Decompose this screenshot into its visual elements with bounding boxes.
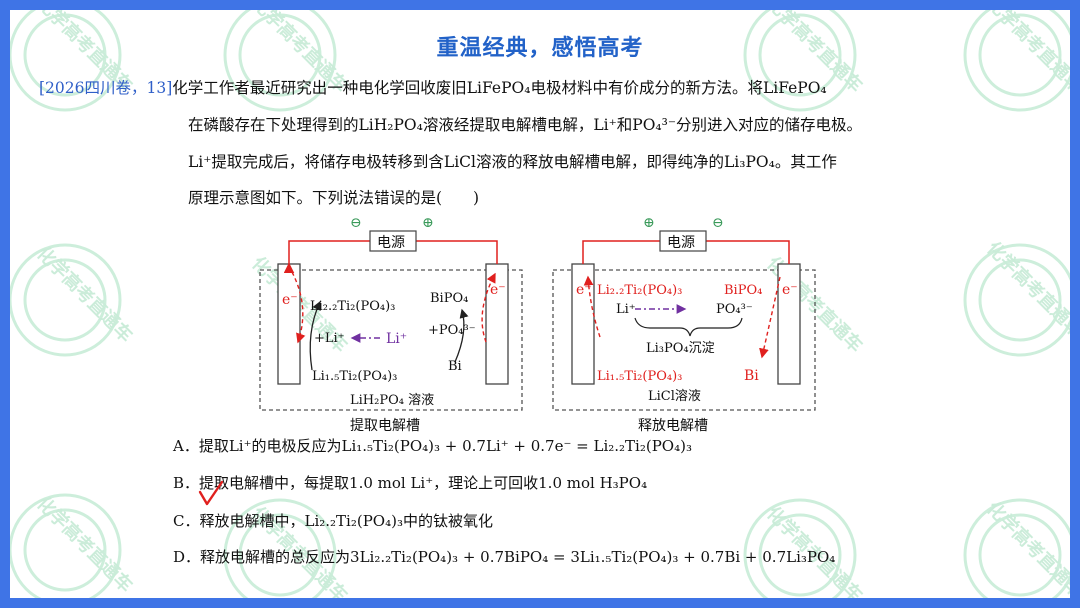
li-ion-label: Li⁺ (386, 331, 407, 347)
power-source-left (369, 230, 417, 252)
species-label: Li₁.₅Ti₂(PO₄)₃ (312, 369, 397, 384)
power-label-left: 电源 (377, 235, 405, 251)
minus-sign-left: ⊖ (350, 215, 362, 231)
option-b[interactable]: B．提取电解槽中，每提取1.0 mol Li⁺，理论上可回收1.0 mol H₃… (173, 474, 648, 492)
question-line-4: 原理示意图如下。下列说法错误的是( ) (188, 189, 480, 207)
species-label: Li₂.₂Ti₂(PO₄)₃ (310, 299, 395, 314)
species-label: Li⁺ (616, 302, 636, 317)
solution-label: LiH₂PO₄ 溶液 (350, 393, 434, 408)
option-d[interactable]: D．释放电解槽的总反应为3Li₂.₂Ti₂(PO₄)₃ + 0.7BiPO₄ =… (173, 548, 836, 566)
release-cell (552, 230, 816, 411)
electrolysis-diagram: ⊖ ⊕ 电源 e⁻ e⁻ Li₂.₂Ti₂(PO₄)₃ +Li⁺ Li⁺ Li₁… (259, 215, 816, 434)
species-label: BiPO₄ (724, 283, 762, 298)
slide: 化学高考直通车 化学高考直通车 化学高考直通车 化学高考直通车 化学高考直通车 … (10, 10, 1070, 598)
slide-title: 重温经典，感悟高考 (436, 36, 644, 61)
electron-label: e⁻ (576, 282, 592, 298)
option-a[interactable]: A．提取Li⁺的电极反应为Li₁.₅Ti₂(PO₄)₃ + 0.7Li⁺ + 0… (173, 437, 692, 455)
power-source-right (659, 230, 707, 252)
species-label: BiPO₄ (430, 291, 468, 306)
extraction-cell (259, 230, 523, 411)
species-label: Bi (448, 359, 462, 374)
question-source: [2026四川卷，13] (39, 79, 173, 97)
watermark-layer (10, 10, 1070, 598)
question-line-2: 在磷酸存在下处理得到的LiH₂PO₄溶液经提取电解槽电解，Li⁺和PO₄³⁻分别… (188, 116, 863, 134)
option-c[interactable]: C．释放电解槽中，Li₂.₂Ti₂(PO₄)₃中的钛被氧化 (173, 512, 493, 530)
species-label: Li₁.₅Ti₂(PO₄)₃ (597, 369, 682, 384)
species-label: PO₄³⁻ (716, 302, 753, 317)
species-label: +Li⁺ (314, 331, 345, 346)
electron-label: e⁻ (782, 282, 798, 298)
plus-sign-right: ⊕ (643, 215, 655, 231)
precipitate-label: Li₃PO₄沉淀 (646, 341, 715, 356)
species-label: Li₂.₂Ti₂(PO₄)₃ (597, 283, 682, 298)
plus-sign-left: ⊕ (422, 215, 434, 231)
question-text-1: 化学工作者最近研究出一种电化学回收废旧LiFePO₄电极材料中有价成分的新方法。… (172, 79, 827, 97)
question-line-3: Li⁺提取完成后，将储存电极转移到含LiCl溶液的释放电解槽电解，即得纯净的Li… (188, 153, 837, 171)
electron-label: e⁻ (282, 292, 298, 308)
species-label: +PO₄³⁻ (428, 323, 476, 338)
minus-sign-right: ⊖ (712, 215, 724, 231)
power-label-right: 电源 (667, 235, 695, 251)
species-label: Bi (744, 368, 759, 384)
question-line-1: [2026四川卷，13]化学工作者最近研究出一种电化学回收废旧LiFePO₄电极… (39, 76, 827, 98)
electron-label: e⁻ (490, 282, 506, 298)
cell-caption: 提取电解槽 (350, 418, 420, 434)
answer-check-icon (198, 480, 224, 506)
cell-caption: 释放电解槽 (638, 418, 708, 434)
solution-label: LiCl溶液 (648, 389, 701, 404)
